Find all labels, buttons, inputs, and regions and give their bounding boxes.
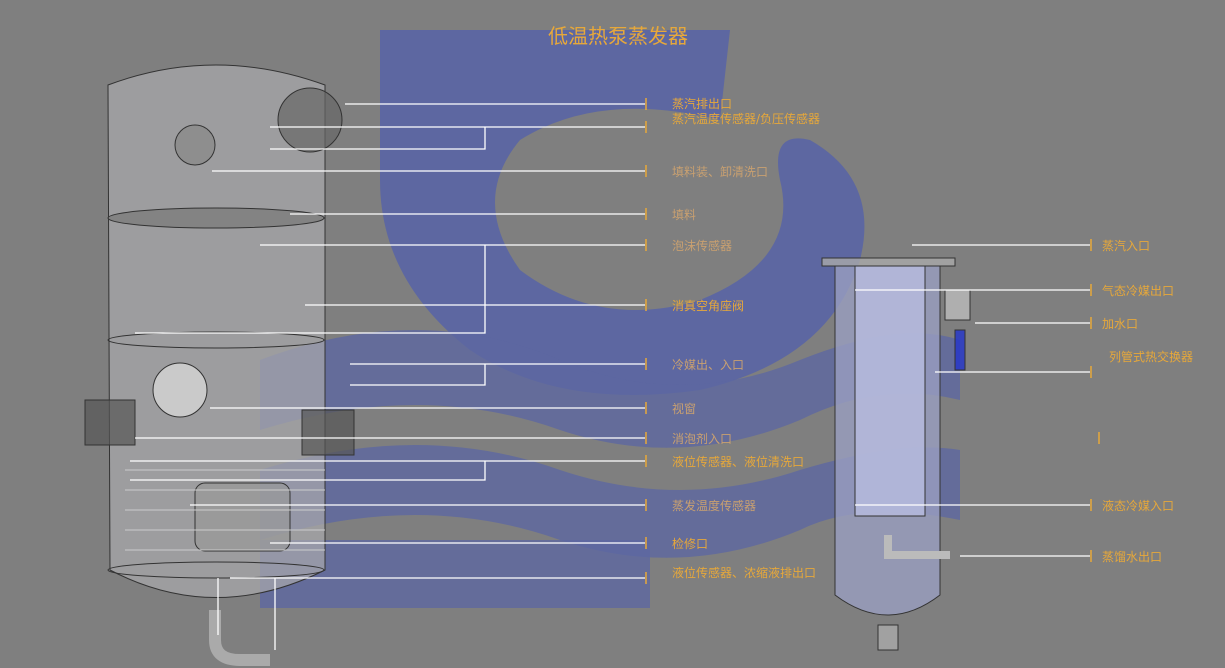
label-water-inlet: 加水口 bbox=[1102, 317, 1139, 331]
label-distilled-water-outlet: 蒸馏水出口 bbox=[1102, 550, 1163, 564]
label-defoamer-inlet: 消泡剂入口 bbox=[672, 432, 733, 446]
diagram-title: 低温热泵蒸发器 bbox=[548, 24, 688, 48]
label-steam-temp-sensor: 蒸汽温度传感器/负压传感器 bbox=[672, 112, 821, 126]
evaporator-tank bbox=[84, 64, 355, 666]
label-level-sensor-wash: 液位传感器、液位清洗口 bbox=[672, 455, 805, 469]
label-vacuum-valve: 消真空角座阀 bbox=[672, 299, 745, 313]
leader-lines bbox=[130, 103, 1090, 650]
label-tube-exchanger: 列管式热交换器 bbox=[1109, 350, 1194, 364]
label-packing: 填料 bbox=[672, 208, 697, 222]
label-manhole: 检修口 bbox=[672, 537, 709, 551]
label-sight-window: 视窗 bbox=[672, 402, 697, 416]
tube-heat-exchanger bbox=[821, 257, 971, 651]
label-steam-inlet: 蒸汽入口 bbox=[1102, 239, 1151, 253]
watermark-logo bbox=[260, 30, 960, 608]
label-packing-port: 填料装、卸清洗口 bbox=[672, 165, 769, 179]
label-liquid-refrigerant-inlet: 液态冷媒入口 bbox=[1102, 499, 1175, 513]
label-refrigerant-port: 冷媒出、入口 bbox=[672, 358, 745, 372]
label-steam-outlet: 蒸汽排出口 bbox=[672, 97, 733, 111]
label-ticks bbox=[645, 98, 1100, 584]
label-foam-sensor: 泡沫传感器 bbox=[672, 239, 733, 253]
label-evap-temp-sensor: 蒸发温度传感器 bbox=[672, 499, 757, 513]
label-level-sensor-drain: 液位传感器、浓缩液排出口 bbox=[672, 566, 817, 580]
label-gas-refrigerant-outlet: 气态冷媒出口 bbox=[1102, 284, 1175, 298]
